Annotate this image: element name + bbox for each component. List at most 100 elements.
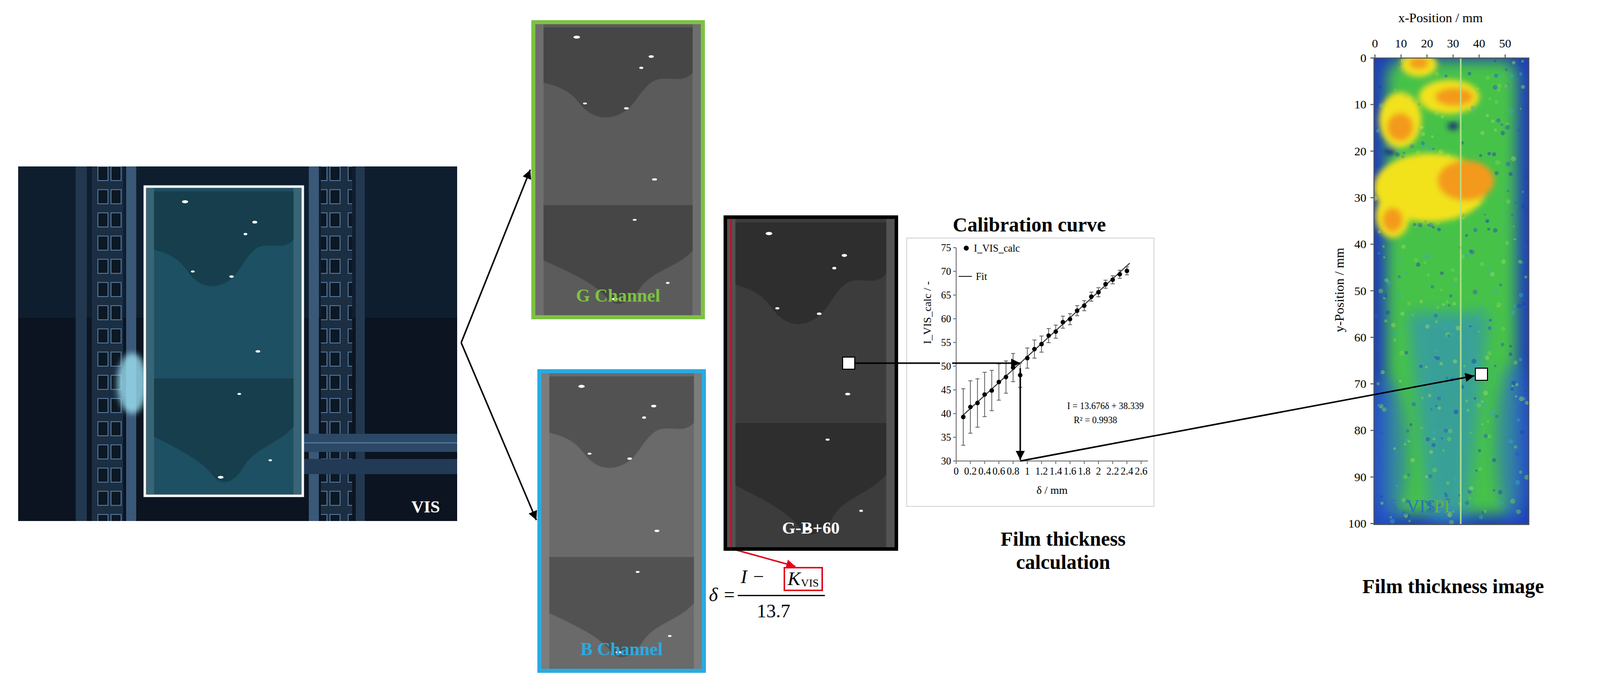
connector-arrow: [1020, 375, 1475, 462]
calibration-chart-plot: [953, 294, 957, 296]
thickness-colormap: [1485, 75, 1490, 80]
thickness-colormap: [1497, 501, 1501, 505]
thickness-colormap: [1440, 271, 1444, 275]
thickness-colormap: [1447, 304, 1450, 307]
thickness-colormap: [1428, 507, 1432, 512]
axis-tick: 0.6: [992, 465, 1006, 477]
calibration-chart-plot: [1088, 292, 1094, 302]
calibration-chart-plot: [961, 388, 966, 390]
thickness-colormap: [1483, 434, 1488, 439]
axis-tick: 20: [1420, 36, 1433, 50]
thickness-colormap: [1435, 349, 1439, 353]
thickness-colormap: [1436, 305, 1440, 309]
thickness-colormap: [1524, 401, 1529, 405]
thickness-colormap: [1511, 213, 1514, 216]
axis-tick: 35: [940, 431, 953, 444]
thickness-colormap: [1483, 213, 1486, 216]
thickness-colormap: [1484, 355, 1490, 361]
thickness-colormap: [1375, 193, 1410, 239]
thickness-colormap: [1403, 443, 1407, 446]
thickness-colormap: [1499, 283, 1503, 287]
thickness-colormap: [1517, 128, 1521, 132]
thickness-colormap: [1513, 201, 1516, 204]
thickness-colormap: [1505, 161, 1511, 167]
calibration-chart-plot: [1025, 348, 1030, 369]
axis-tick: 10: [1354, 97, 1367, 112]
thickness-colormap: [1473, 228, 1478, 233]
thickness-colormap: [1435, 356, 1440, 361]
thickness-colormap: [1515, 452, 1520, 457]
thickness-colormap: [1524, 275, 1528, 279]
calibration-chart-plot: [953, 389, 957, 391]
calibration-chart-plot: [1053, 338, 1058, 340]
thickness-colormap: [1373, 58, 1529, 525]
thickness-colormap: [1480, 130, 1485, 135]
thickness-colormap: [1498, 489, 1503, 495]
axis-tick: 45: [940, 384, 953, 396]
thickness-colormap: [1463, 364, 1466, 368]
axis-title: y-Position / mm: [1332, 247, 1348, 333]
axis-tick: 30: [940, 455, 953, 467]
thickness-colormap: [1512, 61, 1516, 65]
thickness-colormap: [1452, 54, 1454, 59]
axis-tick: 90: [1354, 470, 1367, 484]
thickness-colormap: [1498, 161, 1501, 164]
calibration-chart-plot: [961, 445, 966, 447]
thickness-colormap: [1421, 132, 1426, 137]
thickness-colormap: [1440, 115, 1445, 119]
thickness-colormap: [1501, 326, 1506, 331]
thickness-colormap: [1523, 175, 1528, 179]
thickness-colormap: [1417, 222, 1423, 228]
thickness-colormap: [1450, 332, 1455, 337]
calibration-chart-plot: [1003, 361, 1009, 394]
thickness-colormap: [1373, 58, 1495, 239]
panel-heading: Calibration curve: [952, 213, 1106, 237]
thickness-colormap: [1430, 135, 1434, 138]
camera-photo: [117, 353, 148, 414]
calibration-chart-plot: [975, 426, 980, 428]
thickness-colormap: [1426, 273, 1430, 277]
thickness-colormap: [1514, 395, 1518, 398]
calibration-chart-plot: [1060, 319, 1066, 325]
calibration-chart-plot: [1140, 461, 1142, 465]
calibration-chart-plot: [1055, 461, 1057, 465]
thickness-colormap: [1449, 294, 1453, 298]
thickness-colormap: [1385, 310, 1391, 315]
thickness-colormap: [1387, 113, 1414, 142]
thickness-colormap: [1519, 72, 1523, 76]
thickness-colormap: [1382, 407, 1387, 412]
thickness-colormap: [1378, 288, 1384, 294]
thickness-colormap: [1439, 362, 1443, 366]
axis-tick: 80: [1354, 423, 1367, 437]
thickness-colormap: [1433, 356, 1437, 359]
thickness-colormap: [1397, 293, 1402, 298]
thickness-colormap: [1420, 141, 1425, 145]
thickness-colormap: [1521, 302, 1526, 306]
thickness-colormap: [1460, 58, 1462, 525]
axis-tick: 70: [1354, 377, 1367, 391]
thickness-colormap: [1464, 253, 1469, 259]
calibration-chart-plot: [1117, 278, 1122, 280]
calibration-chart-plot: [1039, 342, 1044, 347]
thickness-colormap: [1382, 245, 1385, 248]
calibration-chart-plot: [1074, 305, 1080, 316]
thickness-colormap: [1508, 439, 1514, 445]
thickness-colormap: [1464, 234, 1468, 238]
thickness-colormap: [1505, 241, 1510, 246]
thickness-colormap: [1508, 172, 1513, 177]
axis-tick: 30: [1354, 191, 1367, 205]
axis-tick: 65: [940, 289, 953, 301]
calibration-chart-plot: [1032, 340, 1037, 359]
channel-image-content: [535, 24, 895, 670]
thickness-colormap: [1433, 313, 1439, 318]
thickness-colormap: [1393, 447, 1396, 451]
thickness-colormap: [1486, 267, 1490, 271]
axis-tick: 50: [1354, 284, 1367, 298]
thickness-colormap: [1504, 83, 1510, 88]
legend-entry: I_VIS_calc: [973, 242, 1020, 254]
calibration-chart-plot: [1097, 461, 1099, 465]
calibration-chart-plot: [1110, 276, 1116, 285]
thickness-colormap: [1471, 359, 1477, 365]
